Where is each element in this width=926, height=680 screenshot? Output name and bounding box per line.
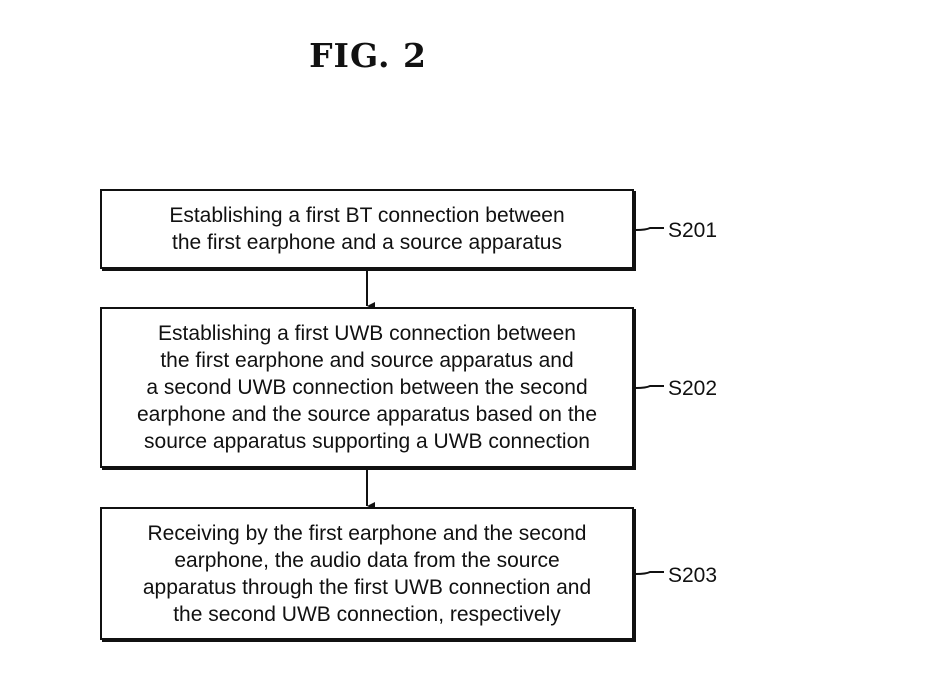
figure-title: FIG. 2 bbox=[309, 36, 427, 75]
step-box-s201: Establishing a first BT connection betwe… bbox=[100, 189, 634, 269]
step-text-s202: Establishing a first UWB connection betw… bbox=[136, 322, 598, 453]
step-box-s202: Establishing a first UWB connection betw… bbox=[100, 307, 634, 468]
step-text-s203: Receiving by the first earphone and the … bbox=[142, 521, 592, 626]
step-ref-s202: S202 bbox=[668, 377, 718, 400]
step-text-s201: Establishing a first BT connection betwe… bbox=[169, 204, 565, 254]
step-ref-s201: S201 bbox=[668, 219, 718, 242]
leader-line-s203 bbox=[635, 571, 664, 575]
step-box-s203: Receiving by the first earphone and the … bbox=[100, 507, 634, 640]
leader-line-s202 bbox=[635, 385, 664, 389]
step-ref-s203: S203 bbox=[668, 564, 718, 587]
leader-line-s201 bbox=[635, 227, 664, 231]
